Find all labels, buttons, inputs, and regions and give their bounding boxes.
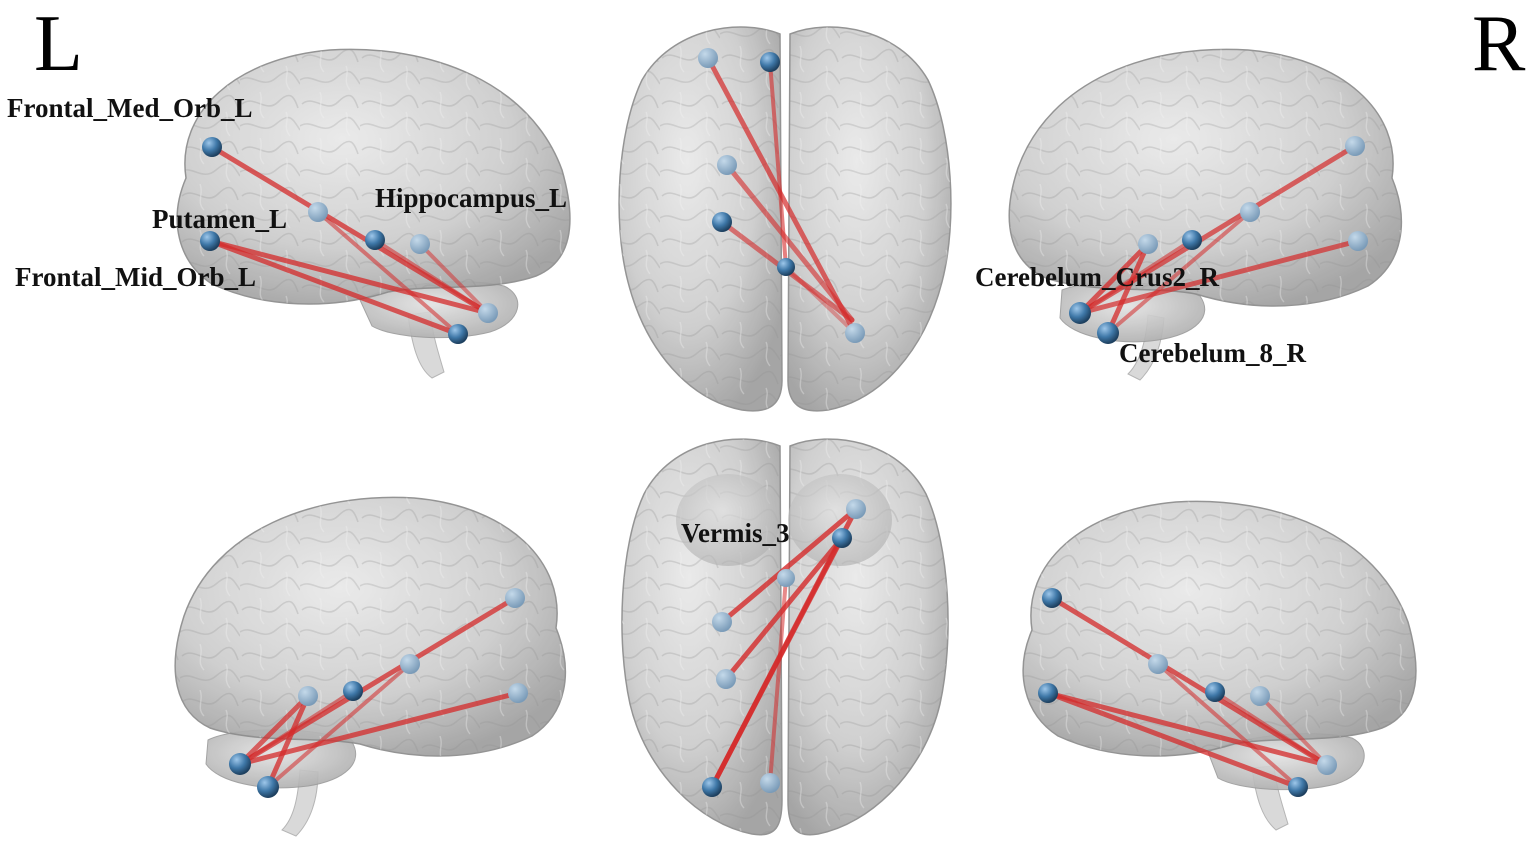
node-sphere	[343, 681, 363, 701]
node-sphere	[845, 323, 865, 343]
connection-edge	[207, 238, 461, 337]
label-frontal-med-orb-l: Frontal_Med_Orb_L	[7, 93, 253, 123]
connection-edge	[1045, 690, 1301, 790]
connection-edge	[237, 693, 311, 767]
cerebrum-texture	[619, 27, 951, 411]
node-sphere	[1182, 230, 1202, 250]
connection-edge	[709, 535, 845, 790]
node-sphere	[257, 776, 279, 798]
node-sphere	[202, 137, 222, 157]
label-hippocampus-l: Hippocampus_L	[375, 183, 568, 213]
node-sphere	[478, 303, 498, 323]
connection-edge	[784, 265, 857, 335]
node-sphere	[410, 234, 430, 254]
node-sphere	[1069, 302, 1091, 324]
node-sphere	[1138, 234, 1158, 254]
node-sphere	[1205, 682, 1225, 702]
node-sphere	[1148, 654, 1168, 674]
connection-edge	[1258, 694, 1329, 767]
node-sphere	[508, 683, 528, 703]
brain-view-top-center-axial	[618, 26, 952, 412]
node-sphere	[448, 324, 468, 344]
connection-edge	[265, 693, 311, 790]
node-sphere	[298, 686, 318, 706]
node-sphere	[1250, 686, 1270, 706]
connection-edge	[418, 242, 490, 315]
node-sphere	[200, 231, 220, 251]
cerebrum-texture	[177, 49, 570, 304]
label-cerebelum-crus2-r: Cerebelum_Crus2_R	[975, 262, 1219, 292]
label-vermis-3: Vermis_3	[681, 518, 790, 548]
node-sphere	[777, 258, 795, 276]
cerebrum-texture	[175, 497, 566, 756]
connection-edge	[207, 238, 491, 316]
node-sphere	[698, 48, 718, 68]
connection-edge	[1213, 690, 1329, 767]
node-sphere	[717, 155, 737, 175]
node-sphere	[716, 669, 736, 689]
connection-edge	[1105, 241, 1151, 336]
connection-edge	[724, 162, 855, 323]
node-sphere	[1097, 322, 1119, 344]
node-sphere	[365, 230, 385, 250]
cerebrum-texture	[1009, 49, 1402, 306]
node-sphere	[1317, 755, 1337, 775]
cerebrum-texture	[621, 439, 949, 835]
node-sphere	[505, 588, 525, 608]
node-sphere	[1038, 683, 1058, 703]
node-sphere	[229, 753, 251, 775]
brain-view-top-left-lateral	[176, 48, 571, 379]
cerebellum	[676, 474, 780, 566]
node-sphere	[832, 528, 852, 548]
brain-view-bottom-right-medial	[1022, 500, 1417, 831]
node-sphere	[1042, 588, 1062, 608]
cerebrum-texture	[1023, 501, 1416, 756]
node-sphere	[712, 212, 732, 232]
node-sphere	[1288, 777, 1308, 797]
label-frontal-mid-orb-l: Frontal_Mid_Orb_L	[15, 262, 257, 292]
connection-edge	[1045, 690, 1330, 768]
label-cerebelum-8-r: Cerebelum_8_R	[1119, 338, 1306, 368]
node-sphere	[846, 499, 866, 519]
hemisphere-letter-left: L	[34, 0, 83, 88]
connection-edge	[1156, 662, 1300, 789]
connection-edge	[1077, 238, 1361, 316]
node-sphere	[702, 777, 722, 797]
node-sphere	[1345, 136, 1365, 156]
node-sphere	[760, 52, 780, 72]
node-sphere	[400, 654, 420, 674]
connection-edge	[266, 662, 412, 789]
node-sphere	[760, 773, 780, 793]
node-sphere	[1348, 231, 1368, 251]
brain-view-top-right-lateral	[1008, 48, 1403, 381]
node-sphere	[1240, 202, 1260, 222]
node-sphere	[777, 569, 795, 587]
hemisphere-letter-right: R	[1472, 0, 1526, 88]
node-sphere	[712, 612, 732, 632]
label-putamen-l: Putamen_L	[152, 204, 287, 234]
connection-edge	[1106, 210, 1252, 335]
brainstem	[281, 769, 319, 837]
connection-edge	[719, 506, 859, 625]
node-sphere	[308, 202, 328, 222]
connection-edge	[1077, 241, 1151, 316]
connection-edge	[237, 690, 521, 767]
brain-view-bottom-center-inferior	[621, 438, 949, 836]
connection-edge	[373, 238, 490, 315]
connection-edge	[316, 210, 460, 336]
connection-edge	[768, 576, 788, 785]
brain-view-bottom-left-medial	[174, 496, 567, 837]
